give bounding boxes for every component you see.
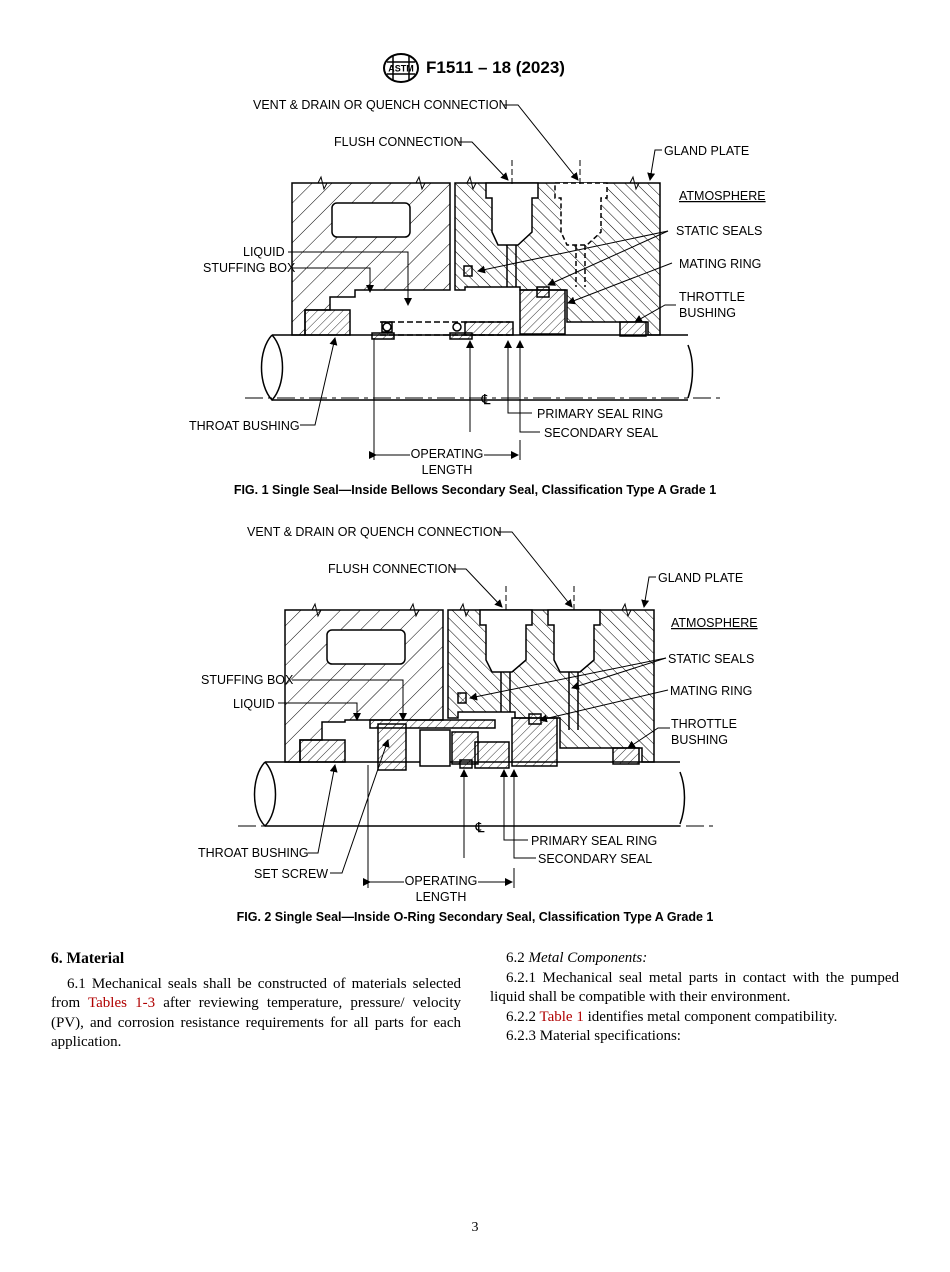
label-throat-bushing: THROAT BUSHING (198, 846, 309, 860)
svg-text:ASTM: ASTM (388, 64, 414, 74)
tables-link[interactable]: Tables 1-3 (88, 995, 156, 1011)
paragraph-6-2-1: 6.2.1 Mechanical seal metal parts in con… (490, 969, 899, 1006)
label-vent-drain: VENT & DRAIN OR QUENCH CONNECTION (253, 98, 508, 112)
centerline-symbol: ℄ (475, 819, 485, 835)
figure-2-diagram: ℄ VENT & DRAIN OR QUENCH CONNECTION FLUS… (198, 525, 758, 904)
label-atmosphere: ATMOSPHERE (679, 189, 766, 203)
label-liquid: LIQUID (243, 245, 285, 259)
label-flush-connection: FLUSH CONNECTION (334, 135, 462, 149)
label-mating-ring: MATING RING (670, 684, 752, 698)
paragraph-6-1: 6.1 Mechanical seals shall be constructe… (51, 975, 461, 1051)
figure-2-caption: FIG. 2 Single Seal—Inside O-Ring Seconda… (236, 910, 714, 924)
label-static-seals: STATIC SEALS (676, 224, 762, 238)
label-primary-seal-ring: PRIMARY SEAL RING (531, 834, 657, 848)
paragraph-6-2-3: 6.2.3 Material specifications: (506, 1028, 681, 1044)
paragraph-6-2-2: 6.2.2 Table 1 identifies metal component… (506, 1008, 838, 1025)
section-heading: 6. Material (51, 950, 125, 967)
label-atmosphere: ATMOSPHERE (671, 616, 758, 630)
centerline-symbol: ℄ (481, 391, 491, 407)
label-stuffing-box: STUFFING BOX (203, 261, 296, 275)
label-throttle: THROTTLE (679, 290, 745, 304)
label-flush-connection: FLUSH CONNECTION (328, 562, 456, 576)
label-operating: OPERATING (411, 447, 484, 461)
label-liquid: LIQUID (233, 697, 275, 711)
label-vent-drain: VENT & DRAIN OR QUENCH CONNECTION (247, 525, 502, 539)
label-stuffing-box: STUFFING BOX (201, 673, 294, 687)
label-throttle: THROTTLE (671, 717, 737, 731)
label-mating-ring: MATING RING (679, 257, 761, 271)
label-gland-plate: GLAND PLATE (658, 571, 743, 585)
document-title: F1511 – 18 (2023) (426, 58, 565, 77)
label-secondary-seal: SECONDARY SEAL (538, 852, 652, 866)
label-length: LENGTH (422, 463, 473, 477)
label-bushing: BUSHING (679, 306, 736, 320)
label-static-seals: STATIC SEALS (668, 652, 754, 666)
page-number: 3 (471, 1220, 479, 1235)
right-column: 6.2 Metal Components: 6.2.1 Mechanical s… (490, 949, 899, 1047)
label-length: LENGTH (416, 890, 467, 904)
astm-logo-icon: ASTM (383, 53, 419, 83)
label-set-screw: SET SCREW (254, 867, 328, 881)
label-secondary-seal: SECONDARY SEAL (544, 426, 658, 440)
figure-1-diagram: ℄ VENT & DRAIN OR QUENCH CONNECTION FLUS… (189, 98, 766, 477)
figure-1-caption: FIG. 1 Single Seal—Inside Bellows Second… (233, 483, 717, 497)
label-throat-bushing: THROAT BUSHING (189, 419, 300, 433)
label-gland-plate: GLAND PLATE (664, 144, 749, 158)
label-operating: OPERATING (405, 874, 478, 888)
label-primary-seal-ring: PRIMARY SEAL RING (537, 407, 663, 421)
label-bushing: BUSHING (671, 733, 728, 747)
table-1-link[interactable]: Table 1 (539, 1008, 584, 1025)
page-header: ASTM F1511 – 18 (2023) (0, 53, 950, 85)
left-column: 6. Material 6.1 Mechanical seals shall b… (51, 949, 461, 1053)
paragraph-6-2: 6.2 Metal Components: (506, 950, 648, 966)
